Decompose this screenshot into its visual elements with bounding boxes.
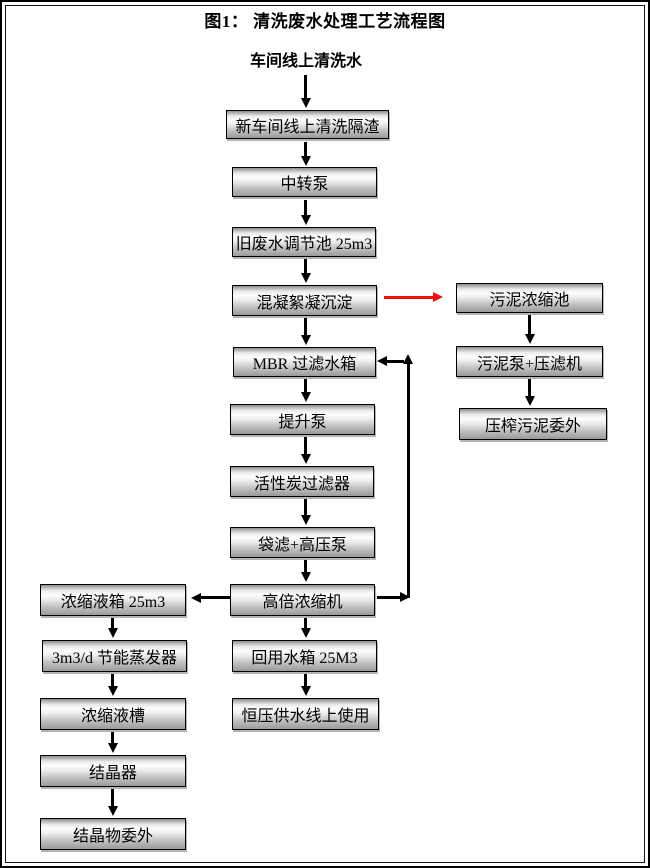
node-label: 新车间线上清洗隔渣: [235, 118, 380, 136]
flow-arrowhead-down-icon: [301, 628, 311, 638]
flow-arrow-line: [304, 259, 307, 273]
node-label: 活性炭过滤器: [253, 475, 350, 493]
node-label: 中转泵: [280, 176, 329, 193]
node-sludge-thickening-tank: 污泥浓缩池: [456, 283, 603, 313]
flow-arrowhead-down-icon: [301, 156, 311, 166]
node-label: 压榨污泥委外: [484, 418, 581, 435]
flow-arrow-line: [304, 618, 307, 628]
figure-title: 图1： 清洗废水处理工艺流程图: [204, 12, 446, 31]
node-label: 结晶物委外: [72, 828, 153, 845]
source-label: 车间线上清洗水: [249, 53, 362, 70]
node-label: 恒压供水线上使用: [241, 708, 370, 725]
node-label: 污泥浓缩池: [489, 292, 570, 309]
flow-arrowhead-down-icon: [301, 515, 311, 525]
node-label: 旧废水调节池 25m3: [235, 236, 373, 253]
flow-arrow-line: [111, 732, 114, 743]
flow-arrowhead-down-icon: [525, 334, 535, 344]
flow-arrowhead-down-icon: [301, 98, 311, 108]
flow-arrowhead-down-icon: [525, 396, 535, 406]
flow-arrowhead-down-icon: [301, 572, 311, 582]
node-reuse-water-tank: 回用水箱 25M3: [232, 640, 377, 672]
node-label: 结晶器: [88, 765, 137, 782]
flow-arrow-line: [304, 499, 307, 515]
node-label: 浓缩液槽: [80, 708, 145, 725]
node-bag-filter-high-pressure-pump: 袋滤+高压泵: [230, 527, 375, 558]
flow-arrow-line: [304, 318, 307, 335]
node-high-rate-concentrator: 高倍浓缩机: [230, 584, 375, 616]
node-label: 污泥泵+压滤机: [476, 355, 583, 373]
node-crystallizer: 结晶器: [40, 755, 186, 787]
flow-arrowhead-down-icon: [301, 215, 311, 225]
sludge-branch-arrowhead-right-icon: [433, 292, 443, 302]
flow-arrow-line: [304, 437, 307, 454]
concentrate-arrowhead-left-icon: [191, 593, 201, 603]
flow-arrow-line: [304, 142, 307, 156]
flow-arrow-line: [304, 674, 307, 686]
node-concentrate-trough: 浓缩液槽: [40, 698, 186, 730]
recycle-loop-top-line: [387, 360, 404, 363]
node-coagulation-flocculation-sedimentation: 混凝絮凝沉淀: [232, 285, 377, 316]
node-sludge-pump-filter-press: 污泥泵+压滤机: [456, 346, 603, 377]
node-label: MBR 过滤水箱: [252, 356, 357, 373]
flow-arrow-line: [528, 315, 531, 334]
recycle-loop-vertical-line: [407, 364, 410, 598]
flow-arrow-line: [111, 618, 114, 628]
recycle-loop-arrowhead-right-icon: [400, 592, 410, 602]
node-label: 袋滤+高压泵: [257, 536, 348, 554]
node-mbr-filter-tank: MBR 过滤水箱: [233, 347, 376, 377]
node-label: 混凝絮凝沉淀: [256, 294, 353, 312]
flow-arrow-line: [304, 560, 307, 572]
node-concentrate-tank: 浓缩液箱 25m3: [40, 584, 186, 616]
node-crystal-outsourcing: 结晶物委外: [40, 818, 186, 850]
node-label: 浓缩液箱 25m3: [60, 594, 166, 611]
flow-arrowhead-down-icon: [301, 454, 311, 464]
node-new-line-slag-separation: 新车间线上清洗隔渣: [226, 110, 389, 139]
flow-arrowhead-down-icon: [108, 743, 118, 753]
flow-arrowhead-down-icon: [108, 806, 118, 816]
node-pressed-sludge-outsourcing: 压榨污泥委外: [459, 408, 607, 440]
node-old-wastewater-regulating-tank: 旧废水调节池 25m3: [232, 227, 376, 257]
flow-arrowhead-down-icon: [301, 686, 311, 696]
flow-arrow-line: [304, 200, 307, 215]
recycle-loop-arrowhead-up-icon: [403, 354, 413, 364]
node-label: 高倍浓缩机: [262, 594, 343, 611]
node-energy-saving-evaporator: 3m3/d 节能蒸发器: [42, 640, 187, 672]
node-activated-carbon-filter: 活性炭过滤器: [230, 466, 374, 497]
node-constant-pressure-supply-line: 恒压供水线上使用: [232, 698, 379, 730]
concentrate-arrow-line: [201, 596, 230, 599]
flow-arrow-line: [304, 379, 307, 392]
flow-arrow-line: [528, 379, 531, 396]
node-lift-pump: 提升泵: [230, 404, 375, 435]
node-label: 提升泵: [278, 413, 327, 431]
node-label: 3m3/d 节能蒸发器: [52, 650, 177, 667]
flow-arrowhead-down-icon: [301, 273, 311, 283]
flow-arrowhead-down-icon: [301, 335, 311, 345]
node-transfer-pump: 中转泵: [232, 167, 377, 197]
flow-arrowhead-down-icon: [301, 392, 311, 402]
flow-arrowhead-down-icon: [108, 628, 118, 638]
flow-arrow-line: [304, 75, 307, 98]
flow-arrow-line: [111, 789, 114, 806]
recycle-loop-bottom-line: [377, 596, 400, 599]
recycle-loop-arrowhead-left-icon: [377, 356, 387, 366]
sludge-branch-arrow-line: [384, 296, 433, 299]
flow-arrowhead-down-icon: [108, 686, 118, 696]
node-label: 回用水箱 25M3: [251, 650, 358, 667]
flow-arrow-line: [111, 674, 114, 686]
